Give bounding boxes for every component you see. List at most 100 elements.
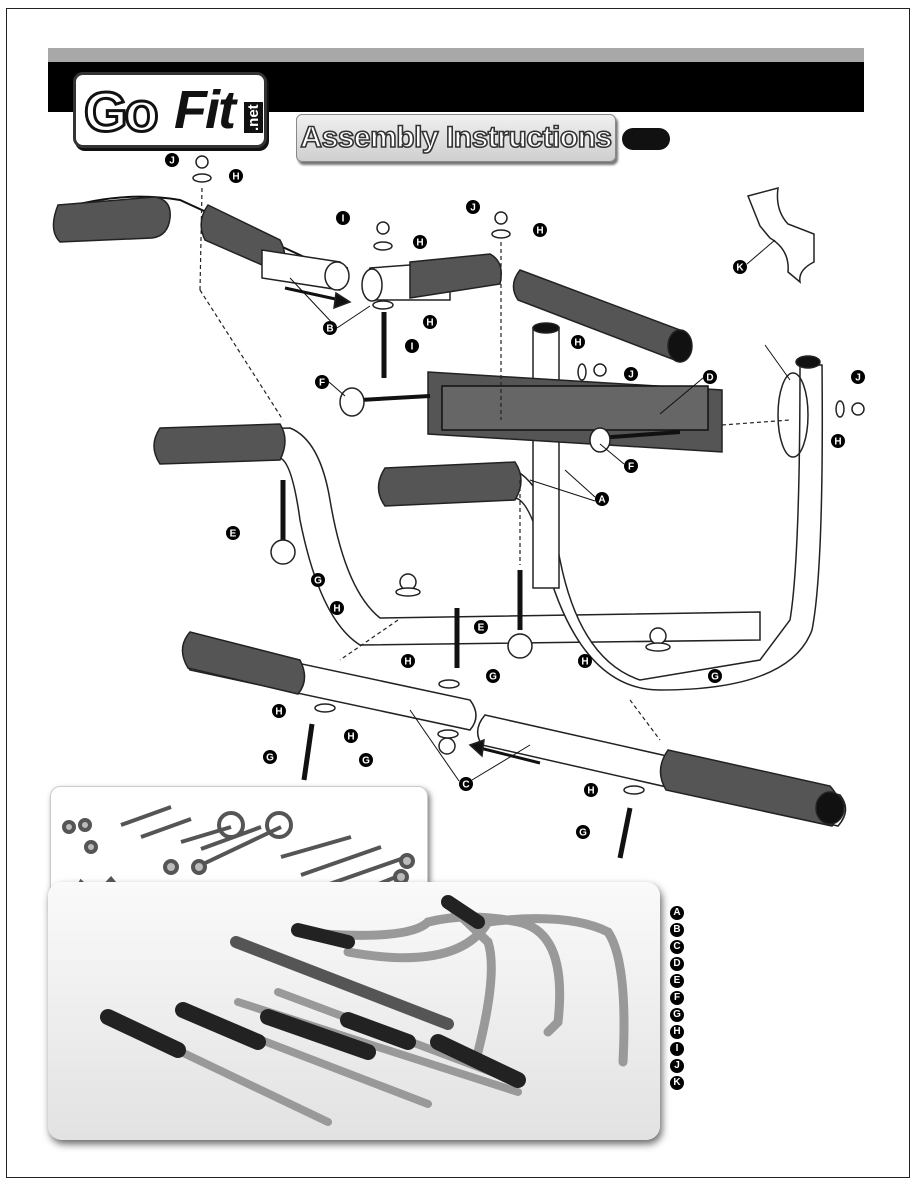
callout-h-2: H (413, 235, 427, 249)
callout-h-6: H (831, 434, 845, 448)
legend-c: C (670, 940, 684, 954)
legend-d: D (670, 957, 684, 971)
svg-text:B: B (326, 324, 333, 335)
svg-text:H: H (232, 172, 239, 183)
legend-f: F (670, 991, 684, 1005)
legend-b: B (670, 923, 684, 937)
grip-mid-right (377, 461, 522, 507)
callout-j-3: J (624, 367, 638, 381)
svg-text:K: K (736, 263, 744, 274)
svg-text:G: G (266, 753, 274, 764)
bolt-f-head-left (339, 387, 365, 417)
svg-text:C: C (462, 780, 469, 791)
callout-e-1: E (226, 526, 240, 540)
callout-i-2: I (405, 339, 419, 353)
callout-h-7: H (330, 601, 344, 615)
svg-text:H: H (347, 732, 354, 743)
page-border (6, 8, 910, 1178)
bolt-f-head-right (589, 427, 611, 453)
callout-g-3: G (708, 669, 722, 683)
callout-h-1: H (229, 169, 243, 183)
eye-bolt-left (270, 539, 296, 565)
svg-text:G: G (314, 576, 322, 587)
svg-text:G: G (579, 828, 587, 839)
logo-go-text: Go (83, 79, 161, 145)
title-banner: Assembly Instructions (296, 114, 616, 162)
callout-g-2: G (486, 669, 500, 683)
svg-text:D: D (706, 373, 713, 384)
parts-legend: A B C D E F G H I J K (670, 906, 694, 1093)
grip-top-left-1 (52, 196, 171, 243)
legend-k: K (670, 1076, 684, 1090)
grip-bottom-left (181, 631, 306, 695)
legend-i: I (670, 1042, 684, 1056)
callout-h-3: H (533, 223, 547, 237)
svg-text:H: H (574, 338, 581, 349)
callout-i-1: I (336, 211, 350, 225)
svg-text:G: G (711, 672, 719, 683)
svg-text:J: J (855, 373, 861, 384)
callout-d: D (703, 370, 717, 384)
callout-h-11: H (344, 729, 358, 743)
callout-h-8: H (401, 654, 415, 668)
svg-text:H: H (333, 604, 340, 615)
callout-j-1: J (165, 153, 179, 167)
legend-e: E (670, 974, 684, 988)
svg-text:H: H (426, 318, 433, 329)
eye-bolt-right (507, 633, 533, 659)
svg-text:H: H (536, 226, 543, 237)
grip-top-right-1 (409, 253, 502, 299)
logo-fit-text: Fit (174, 80, 236, 140)
callout-j-2: J (466, 200, 480, 214)
legend-h: H (670, 1025, 684, 1039)
callout-h-12: H (584, 783, 598, 797)
svg-text:J: J (169, 156, 175, 167)
callout-f-1: F (315, 375, 329, 389)
callout-g-4: G (263, 750, 277, 764)
svg-text:I: I (342, 214, 345, 225)
callout-f-2: F (624, 459, 638, 473)
header-stripe (48, 48, 864, 62)
callout-b: B (323, 321, 337, 335)
frame-post (532, 327, 560, 589)
gofit-logo: Go Fit .net (73, 72, 267, 148)
svg-text:H: H (404, 657, 411, 668)
grip-bottom-right (659, 749, 841, 827)
svg-text:A: A (598, 495, 605, 506)
callout-h-5: H (571, 335, 585, 349)
callout-g-5: G (359, 753, 373, 767)
callout-g-1: G (311, 573, 325, 587)
callout-c: C (459, 777, 473, 791)
svg-text:E: E (230, 529, 237, 540)
legend-j: J (670, 1059, 684, 1073)
callout-g-6: G (576, 825, 590, 839)
frame-left-bar (159, 427, 761, 646)
svg-text:E: E (478, 623, 485, 634)
callout-a: A (595, 492, 609, 506)
legend-g: G (670, 1008, 684, 1022)
callout-h-9: H (578, 654, 592, 668)
svg-text:J: J (470, 203, 476, 214)
parts-photo (48, 882, 660, 1140)
svg-text:H: H (581, 657, 588, 668)
title-pill (622, 128, 670, 150)
svg-text:H: H (416, 238, 423, 249)
callout-k: K (733, 260, 747, 274)
svg-text:J: J (628, 370, 634, 381)
svg-text:I: I (411, 342, 414, 353)
svg-text:G: G (489, 672, 497, 683)
callout-e-2: E (474, 620, 488, 634)
callout-j-4: J (851, 370, 865, 384)
legend-a: A (670, 906, 684, 920)
callout-h-10: H (272, 704, 286, 718)
svg-text:G: G (362, 756, 370, 767)
frame-right-bar (384, 364, 824, 691)
page-title: Assembly Instructions (300, 120, 613, 155)
svg-text:H: H (275, 707, 282, 718)
svg-text:F: F (628, 462, 634, 473)
bracket-k (746, 186, 815, 284)
svg-text:H: H (834, 437, 841, 448)
callout-h-4: H (423, 315, 437, 329)
grip-mid-left (153, 423, 286, 465)
